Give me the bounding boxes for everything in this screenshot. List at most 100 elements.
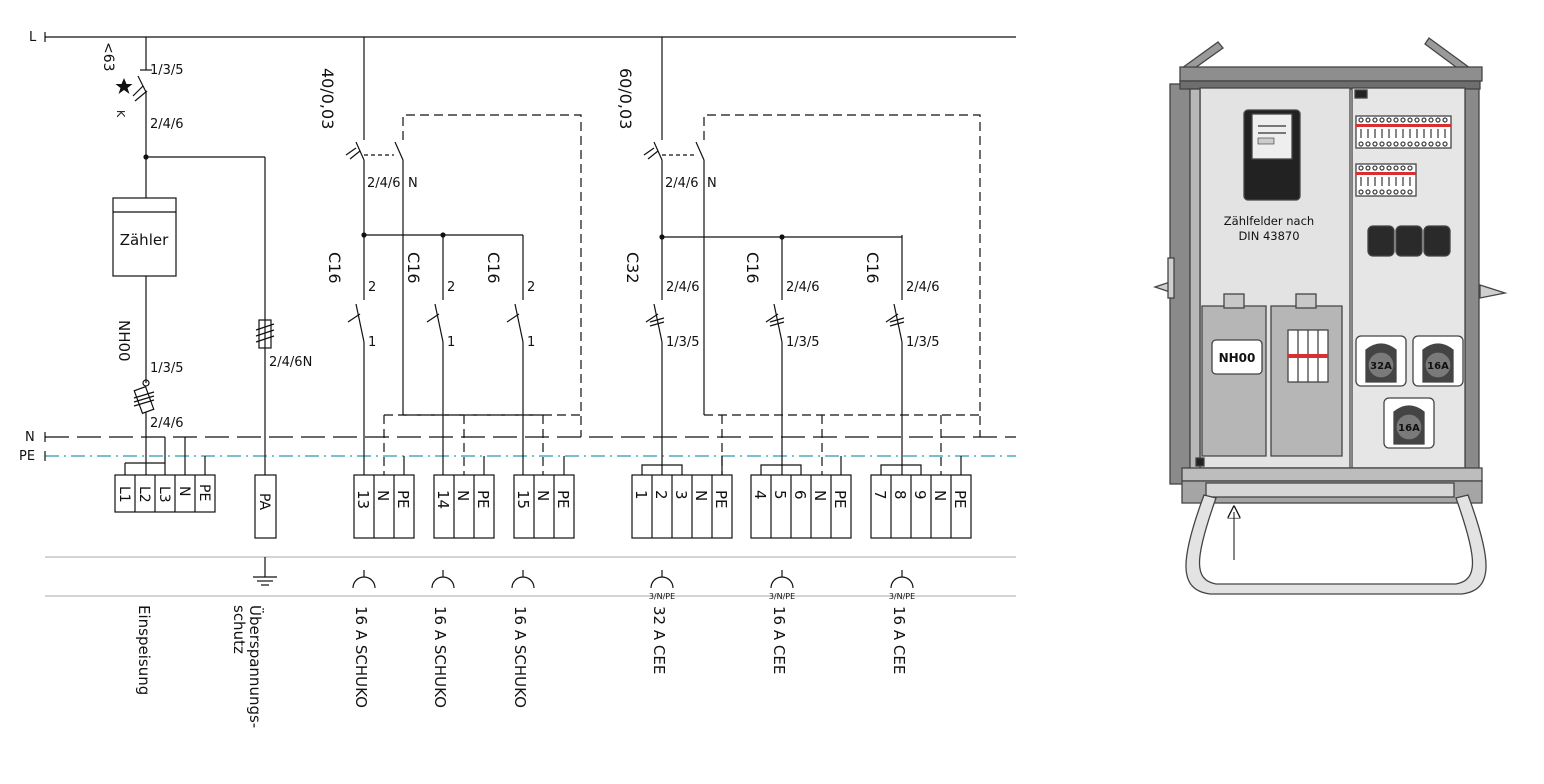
breaker-screw [1414, 141, 1420, 147]
breaker-rating: C16 [404, 252, 423, 284]
breaker-screw [1379, 189, 1385, 195]
breaker-screw [1393, 189, 1399, 195]
breaker-bottom-terminal: 1/3/5 [666, 335, 700, 350]
pole-mark [769, 321, 785, 327]
breaker-screw [1442, 141, 1448, 147]
cabinet-roof [1179, 66, 1483, 82]
terminal-label: PE [831, 490, 849, 509]
terminal-label: 4 [751, 490, 769, 500]
star-icon [115, 78, 133, 94]
main-switch-mark: K [114, 110, 127, 118]
breaker-top-terminal: 2 [368, 280, 376, 295]
lifting-eye-right [1424, 37, 1472, 71]
rcd-group-1 [345, 37, 582, 475]
breaker-bottom-terminal: 1 [368, 335, 376, 350]
breaker-screw [1379, 165, 1385, 171]
fuse-label: NH00 [115, 320, 133, 362]
cee-socket-face [1424, 351, 1452, 379]
breaker-screw [1386, 189, 1392, 195]
rail-pe-label: PE [19, 449, 35, 464]
pa-terminal [254, 474, 277, 539]
main-switch-bottom: 2/4/6 [150, 117, 184, 132]
breaker-rows [1355, 115, 1452, 197]
terminal-label: 15 [514, 490, 532, 509]
main-switch-contact [137, 75, 147, 93]
breaker-trip-mark [765, 313, 779, 323]
rcd-2-rating: 60/0,03 [616, 68, 635, 129]
terminal-label: PE [712, 490, 730, 509]
breaker-screw [1435, 141, 1441, 147]
terminal-label: N [534, 490, 552, 501]
breaker-screw [1407, 189, 1413, 195]
cabinet-base [1181, 467, 1483, 482]
rcd-2-poles: 2/4/6 [665, 176, 699, 191]
breaker-top-terminal: 2/4/6 [906, 280, 940, 295]
pole-mark [769, 317, 785, 323]
breaker-screw [1407, 141, 1413, 147]
schematic-labels: L N PE <63 1/3/5 2/4/6 K Zähler NH00 1/3… [19, 30, 717, 728]
breaker-bottom-terminal: 1 [447, 335, 455, 350]
terminal-label: 7 [871, 490, 889, 500]
breaker-screw [1386, 141, 1392, 147]
terminal-block [513, 474, 575, 539]
breaker-screw [1365, 165, 1371, 171]
breaker-contact [355, 303, 365, 343]
breaker-trip-mark [426, 313, 440, 323]
breaker-screw [1393, 165, 1399, 171]
branch-label: 16 A CEE [770, 606, 788, 674]
fuse-symbol [133, 385, 155, 415]
meter-caption-1: Zählfelder nach [1224, 214, 1314, 228]
breaker-rating: C16 [484, 252, 503, 284]
breaker-screw [1372, 165, 1378, 171]
surge-label-2: schutz [230, 605, 248, 654]
surge-column [143, 154, 277, 586]
pole-mark [649, 317, 665, 323]
breaker-top-terminal: 2 [527, 280, 535, 295]
terminal-label: 5 [771, 490, 789, 500]
meter-box [112, 197, 177, 277]
rcd-1-n: N [408, 176, 418, 191]
feed-terminal-L3: L3 [156, 486, 172, 503]
feed-column [112, 37, 216, 513]
terminal-label: 3 [672, 490, 690, 500]
rail-l-label: L [29, 30, 37, 45]
socket-symbol [431, 576, 455, 589]
breaker-trip-mark [645, 313, 659, 323]
feed-terminal-block [114, 474, 216, 513]
breaker-screw [1358, 141, 1364, 147]
breaker-contact [434, 303, 444, 343]
breaker-row-stripe [1356, 124, 1451, 127]
socket-symbol [770, 576, 794, 589]
breaker-screw [1365, 141, 1371, 147]
socket-symbol [352, 576, 376, 589]
socket-symbol [890, 576, 914, 589]
branch-label: 32 A CEE [650, 606, 668, 674]
breaker-rating: C16 [863, 252, 882, 284]
breaker-screw [1393, 117, 1399, 123]
schuko-sockets [1367, 225, 1451, 257]
fuse-top: 1/3/5 [150, 361, 184, 376]
feed-terminal-L1: L1 [116, 486, 132, 503]
terminal-block [433, 474, 495, 539]
schuko-socket-3 [1423, 225, 1451, 257]
terminal-label: N [692, 490, 710, 501]
rail-n-label: N [25, 430, 35, 445]
breaker-screw [1379, 117, 1385, 123]
breaker-row-stripe [1356, 172, 1416, 175]
socket-symbol [511, 576, 535, 589]
terminal-label: 13 [354, 490, 372, 509]
breaker-rating: C16 [325, 252, 344, 284]
breaker-contact [893, 303, 903, 343]
breaker-screw [1400, 117, 1406, 123]
rcd-2-n: N [707, 176, 717, 191]
schuko-socket-1 [1367, 225, 1395, 257]
fuse-bottom: 2/4/6 [150, 416, 184, 431]
breaker-screw [1400, 141, 1406, 147]
branch-label: 16 A CEE [890, 606, 908, 674]
terminal-label: 9 [911, 490, 929, 500]
breaker-trip-mark [885, 313, 899, 323]
meter-caption-2: DIN 43870 [1238, 229, 1299, 243]
terminal-label: PE [554, 490, 572, 509]
